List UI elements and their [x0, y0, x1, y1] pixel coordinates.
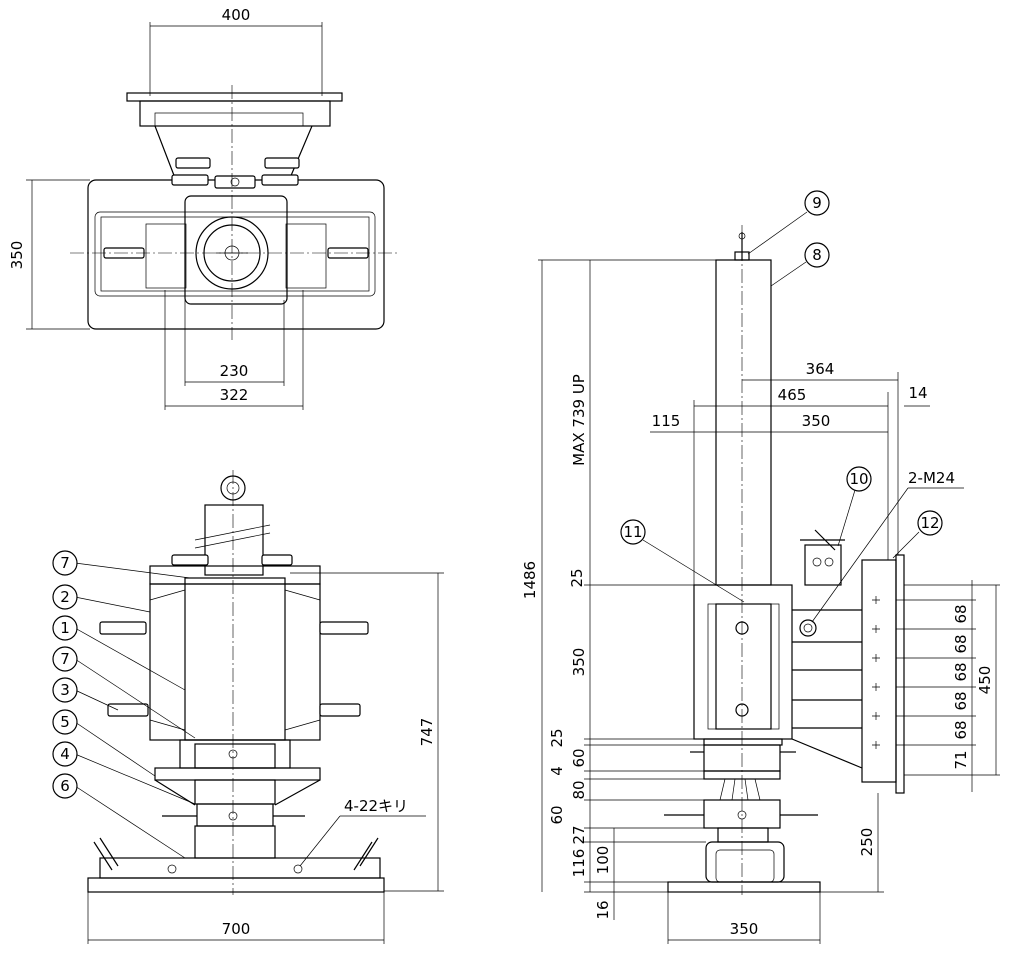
balloon-10: 10: [849, 470, 868, 488]
dim-v16: 16: [594, 900, 612, 919]
dim-v4: 4: [548, 766, 566, 776]
dim-350-top: 350: [8, 241, 26, 270]
hole-note: 4-22キリ: [344, 797, 408, 815]
dim-250: 250: [858, 828, 876, 857]
dim-v25b: 25: [548, 728, 566, 747]
thread-note: 2-M24: [908, 469, 955, 487]
dim-base-350: 350: [730, 920, 759, 938]
balloon-8: 8: [812, 246, 822, 264]
dim-364: 364: [806, 360, 835, 378]
balloon-7a: 7: [60, 554, 70, 572]
side-balloons: 9 8 10 11 12: [620, 190, 943, 603]
balloon-9: 9: [812, 194, 822, 212]
dim-p68a: 68: [952, 604, 970, 623]
dim-v25a: 25: [568, 568, 586, 587]
dim-v60a: 60: [570, 748, 588, 767]
dim-350-side: 350: [802, 412, 831, 430]
dim-v100: 100: [594, 846, 612, 875]
balloon-1: 1: [60, 619, 70, 637]
dim-115: 115: [652, 412, 681, 430]
balloon-11: 11: [623, 523, 642, 541]
side-view: 9 8 10 11 12 2-M24 364 465 14 115 350 14…: [521, 190, 1000, 944]
dim-max-up: MAX 739 UP: [570, 374, 588, 466]
dim-747: 747: [418, 718, 436, 747]
dim-230: 230: [220, 362, 249, 380]
front-view: 7 2 1 7 3 5 4 6 747 4-22キリ 700: [52, 470, 444, 944]
dim-400: 400: [222, 6, 251, 24]
dim-p68d: 68: [952, 691, 970, 710]
top-view: 400 350: [8, 6, 400, 410]
dim-14: 14: [908, 384, 927, 402]
balloon-12: 12: [920, 514, 939, 532]
dim-1486: 1486: [521, 561, 539, 599]
dim-p68e: 68: [952, 720, 970, 739]
dim-v350: 350: [570, 648, 588, 677]
dim-700: 700: [222, 920, 251, 938]
dim-322: 322: [220, 386, 249, 404]
balloon-6: 6: [60, 777, 70, 795]
dim-v60b: 60: [548, 805, 566, 824]
dim-450: 450: [976, 666, 994, 695]
dim-p68b: 68: [952, 634, 970, 653]
dim-465: 465: [778, 386, 807, 404]
balloon-7b: 7: [60, 650, 70, 668]
dim-v80: 80: [570, 780, 588, 799]
dim-p71: 71: [952, 750, 970, 769]
dim-p68c: 68: [952, 662, 970, 681]
balloon-4: 4: [60, 745, 70, 763]
balloon-5: 5: [60, 713, 70, 731]
balloon-3: 3: [60, 681, 70, 699]
dim-v27: 27: [570, 825, 588, 844]
dim-v116: 116: [570, 849, 588, 878]
balloon-2: 2: [60, 588, 70, 606]
front-balloons: 7 2 1 7 3 5 4 6: [52, 550, 196, 859]
